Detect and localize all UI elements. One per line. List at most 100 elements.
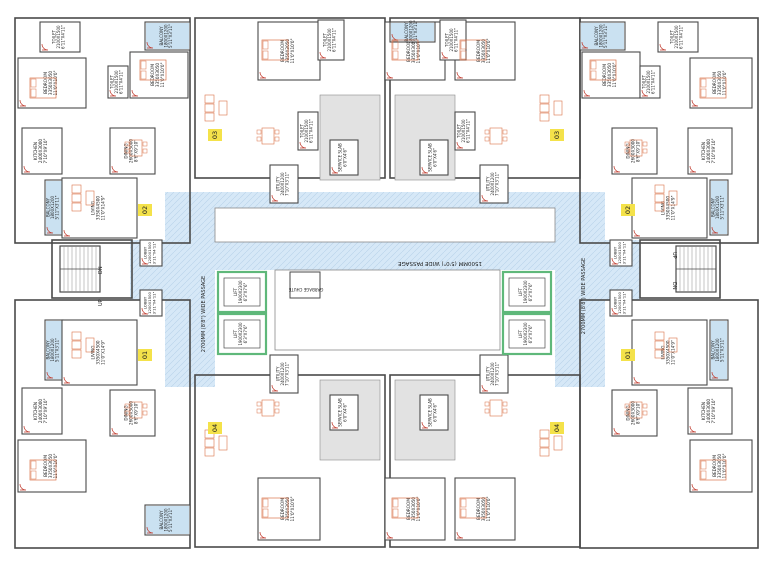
unit-badge [208, 422, 222, 434]
room-label: BEDROOM [43, 72, 48, 94]
door-swing [386, 71, 394, 79]
chair [484, 136, 490, 142]
room-label: 3'11"X4'11" [151, 241, 156, 264]
room-outline [611, 127, 658, 175]
pillow [140, 70, 147, 80]
pillow [262, 50, 269, 60]
room-label: 6'11"X4'11" [309, 119, 314, 143]
room-outline [639, 65, 661, 99]
room-label: BEDROOM [602, 64, 607, 86]
room-label: 5'11"X3'11" [720, 338, 725, 362]
unit-badge [621, 349, 635, 361]
room-outline [39, 21, 81, 53]
room-label: 3350X3050 [481, 497, 486, 522]
room-label: TOILET [444, 32, 449, 48]
dining-table [629, 401, 643, 419]
bed [29, 77, 57, 99]
room-outline [107, 65, 129, 99]
chair [256, 129, 262, 135]
chair [256, 136, 262, 142]
chair [256, 401, 262, 407]
unit-badge [138, 349, 152, 361]
room-label: 1200X1500 [617, 291, 622, 314]
door-swing [259, 531, 267, 539]
room-label: 11'0"X10'0" [486, 38, 491, 63]
room-label: 7'10"X9'10" [43, 138, 48, 163]
room-label: 6'11"X4'11" [454, 28, 459, 52]
room-label: 3350X3050 [481, 39, 486, 64]
room-label: 11'0"X10'0" [722, 453, 727, 478]
sofa-seat [204, 438, 215, 448]
bed [29, 459, 57, 481]
unit-badge [138, 204, 152, 216]
room-label: 1800X1200 [164, 508, 169, 532]
door-swing [659, 43, 667, 51]
unit-shell [51, 239, 133, 299]
bed [589, 59, 617, 81]
lift-label: 6'3"X7'6" [243, 282, 248, 301]
garbage-chute [289, 271, 321, 299]
unit-badge [550, 129, 564, 141]
coffee-table [218, 435, 228, 451]
door-swing [46, 371, 54, 379]
room-label: 7'10"X9'10" [711, 138, 716, 163]
chair [484, 408, 490, 414]
room-outline [297, 111, 319, 151]
sofa-seat [539, 103, 550, 113]
room-label: UTILITY [275, 176, 280, 191]
room-label: KITCHEN [701, 402, 706, 420]
room-label: TOILET [299, 123, 304, 139]
dining-table [489, 399, 503, 417]
room-outline [419, 394, 449, 431]
chair [142, 148, 148, 154]
bed [139, 59, 167, 81]
unit-badge [621, 204, 635, 216]
room-label: 1800X1200 [599, 24, 604, 48]
room-outline [329, 139, 359, 176]
chair [274, 129, 280, 135]
door-swing [23, 425, 31, 433]
door-swing [299, 141, 307, 149]
room-outline [17, 439, 87, 493]
door-swing [109, 89, 117, 97]
pillow [700, 88, 707, 98]
room-outline [329, 394, 359, 431]
room-label: 2100X1500 [646, 70, 651, 94]
passage-label-wide: 1500MM (5'0") WIDE PASSAGE [397, 260, 482, 266]
room-label: 11'0"X14'9" [100, 195, 105, 220]
door-swing [689, 165, 697, 173]
room-label: 5'11"X3'11" [55, 195, 60, 219]
balcony-fill [146, 506, 189, 534]
furniture-layer [29, 39, 727, 519]
dining-table [629, 139, 643, 157]
sofa-seat [71, 349, 82, 359]
unit-number: 03 [553, 131, 561, 139]
room-outline [687, 127, 733, 175]
room-label: 6'11"X4'11" [466, 119, 471, 143]
room-label: 2100X1500 [674, 25, 679, 49]
sofa-seat [654, 193, 665, 203]
chair [124, 403, 130, 409]
room-label: 2100X1500 [461, 119, 466, 143]
room-label: 1200X1500 [147, 291, 152, 314]
room-label: 1800X1200 [715, 196, 720, 220]
chair [624, 141, 630, 147]
room-label: 3350X4500 [666, 196, 671, 221]
chair [624, 410, 630, 416]
pillow [140, 60, 147, 70]
door-swing [319, 51, 327, 59]
room-label: 11'0"X14'9" [100, 340, 105, 365]
balcony-fill [46, 181, 62, 234]
chair [502, 129, 508, 135]
door-swing [271, 384, 279, 392]
unit-shell [639, 239, 721, 299]
room-label: BALCONY [45, 197, 50, 217]
stair-up-left: UP [98, 299, 104, 306]
pillow [700, 78, 707, 88]
room-label: TOILET [109, 74, 114, 90]
door-swing [456, 141, 464, 149]
room-label: 7'10"X3'11" [495, 362, 500, 386]
door-swing [481, 194, 489, 202]
room-label: 6'0"X4'6" [432, 403, 437, 422]
